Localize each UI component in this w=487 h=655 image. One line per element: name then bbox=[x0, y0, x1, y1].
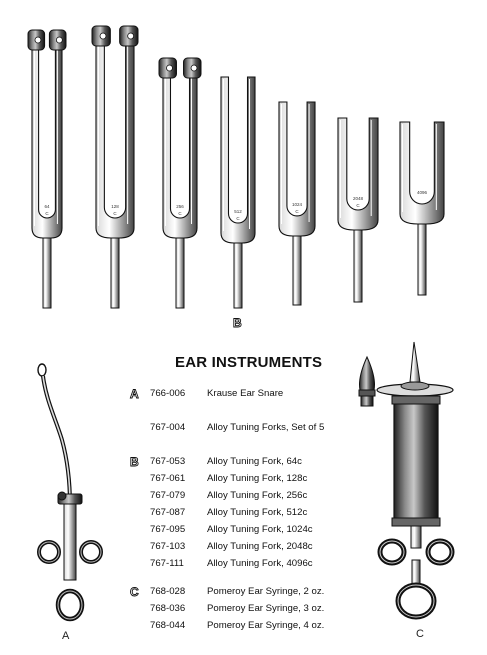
fork-weight-screw bbox=[166, 64, 173, 72]
fork-note-stamp: C bbox=[295, 209, 299, 214]
page-title: EAR INSTRUMENTS bbox=[175, 354, 323, 371]
snare-tube-highlight bbox=[42, 375, 71, 506]
tuning-fork-stem bbox=[353, 229, 363, 303]
syringe-tip-collar bbox=[358, 389, 376, 397]
fork-weight-screw bbox=[99, 32, 107, 40]
catalog-description: Alloy Tuning Fork, 2048c bbox=[207, 541, 313, 552]
fork-weight-screw bbox=[34, 36, 42, 44]
catalog-description: Alloy Tuning Fork, 1024c bbox=[207, 524, 313, 535]
syringe-nozzle bbox=[409, 341, 421, 383]
catalog-description: Pomeroy Ear Syringe, 3 oz. bbox=[207, 603, 325, 614]
fork-weight-screw bbox=[55, 36, 63, 44]
fork-note-stamp: C bbox=[356, 203, 360, 208]
catalog-description: Alloy Tuning Fork, 64c bbox=[207, 456, 302, 467]
catalog-code: 767-087 bbox=[150, 507, 186, 518]
tuning-fork-stem bbox=[417, 223, 427, 296]
syringe-barrel bbox=[393, 395, 439, 525]
tuning-fork-stem bbox=[42, 237, 52, 309]
snare-shaft bbox=[63, 499, 77, 581]
tuning-fork-body bbox=[220, 76, 256, 244]
catalog-code: 768-036 bbox=[150, 603, 186, 614]
ring-highlight bbox=[427, 540, 453, 564]
snare-thumb-knob bbox=[57, 491, 67, 501]
ring-highlight bbox=[379, 540, 405, 564]
catalog-description: Alloy Tuning Fork, 512c bbox=[207, 507, 308, 518]
section-letter: C bbox=[130, 585, 140, 600]
catalog-code: 767-079 bbox=[150, 490, 186, 501]
section-letter: A bbox=[130, 387, 140, 402]
fork-note-stamp: C bbox=[236, 216, 240, 221]
catalog-code: 768-044 bbox=[150, 620, 186, 631]
syringe-spare-tip bbox=[359, 355, 375, 391]
catalog-code: 767-103 bbox=[150, 541, 186, 552]
catalog-code: 768-028 bbox=[150, 586, 186, 597]
syringe-barrel-collar bbox=[391, 395, 441, 405]
figure-label-c: C bbox=[416, 628, 424, 640]
catalog-code: 767-095 bbox=[150, 524, 186, 535]
fork-note-stamp: C bbox=[178, 211, 182, 216]
tuning-fork-stem bbox=[110, 237, 120, 309]
fork-frequency-stamp: 512 bbox=[234, 209, 242, 214]
krause-ear-snare bbox=[37, 363, 103, 622]
catalog-description: Alloy Tuning Fork, 256c bbox=[207, 490, 308, 501]
ring-highlight bbox=[80, 541, 102, 563]
ring-highlight bbox=[38, 541, 60, 563]
tuning-fork-stem bbox=[233, 242, 243, 309]
tuning-fork-stem bbox=[292, 235, 302, 306]
tuning-fork-body bbox=[95, 37, 135, 239]
tuning-fork-stem bbox=[175, 237, 185, 309]
catalog-description: Alloy Tuning Fork, 128c bbox=[207, 473, 308, 484]
figure-label-b: B bbox=[233, 316, 243, 331]
ring-highlight bbox=[397, 584, 435, 618]
syringe-lower-stem bbox=[411, 559, 421, 585]
tuning-fork-body bbox=[337, 117, 379, 231]
tuning-fork-body bbox=[162, 69, 198, 239]
syringe-barrel-collar bbox=[391, 517, 441, 527]
tuning-fork-body bbox=[278, 101, 316, 237]
tuning-fork-body bbox=[399, 121, 445, 225]
catalog-description: Krause Ear Snare bbox=[207, 388, 284, 399]
fork-frequency-stamp: 1024 bbox=[292, 202, 303, 207]
fork-frequency-stamp: 2048 bbox=[353, 196, 364, 201]
catalog-description: Alloy Tuning Fork, 4096c bbox=[207, 558, 313, 569]
fork-note-stamp: C bbox=[113, 211, 117, 216]
catalog-code: 767-053 bbox=[150, 456, 186, 467]
catalog-code: 767-061 bbox=[150, 473, 186, 484]
catalog-description: Alloy Tuning Forks, Set of 5 bbox=[207, 422, 325, 433]
ring-highlight bbox=[57, 590, 83, 620]
catalog-code: 766-006 bbox=[150, 388, 186, 399]
syringe-cap bbox=[400, 381, 430, 391]
fork-frequency-stamp: 128 bbox=[111, 204, 119, 209]
fork-weight-screw bbox=[127, 32, 135, 40]
fork-frequency-stamp: 4096 bbox=[417, 190, 428, 195]
syringe-plunger-rod bbox=[410, 525, 422, 549]
fork-frequency-stamp: 256 bbox=[176, 204, 184, 209]
fork-note-stamp: C bbox=[45, 211, 49, 216]
fork-weight-screw bbox=[190, 64, 198, 72]
catalog-description: Pomeroy Ear Syringe, 2 oz. bbox=[207, 586, 325, 597]
catalog-description: Pomeroy Ear Syringe, 4 oz. bbox=[207, 620, 325, 631]
figure-label-a: A bbox=[62, 630, 70, 642]
catalog-code: 767-111 bbox=[150, 558, 184, 569]
section-letter: B bbox=[130, 455, 140, 470]
syringe-tip-thread bbox=[360, 395, 374, 407]
pomeroy-ear-syringe bbox=[358, 341, 455, 620]
snare-loop bbox=[37, 363, 47, 377]
fork-frequency-stamp: 64 bbox=[44, 204, 50, 209]
catalog-code: 767-004 bbox=[150, 422, 186, 433]
